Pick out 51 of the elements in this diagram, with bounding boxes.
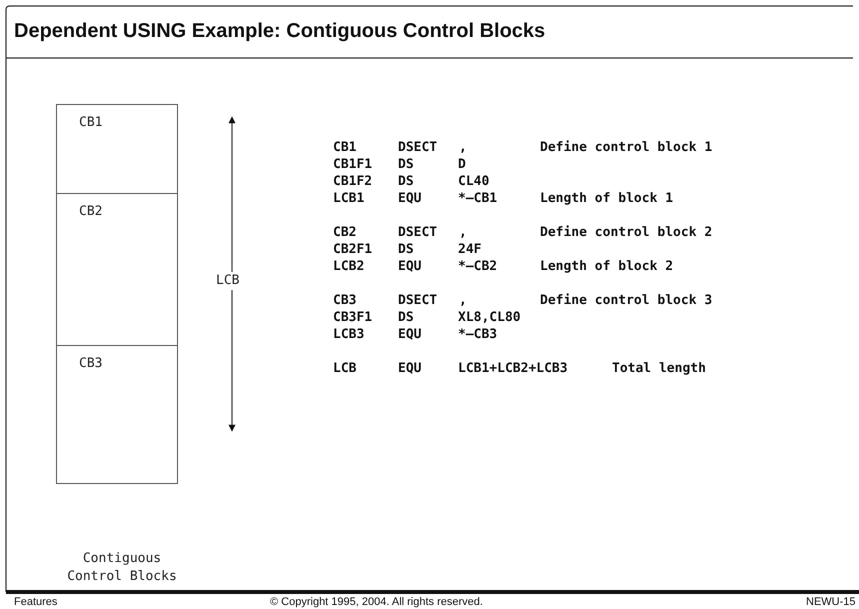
code-text: 24F — [458, 242, 482, 258]
block-label: CB3 — [79, 356, 102, 371]
slide-number: NEWU-15 — [806, 596, 856, 609]
code-text: XL8,CL80 — [458, 310, 521, 326]
code-text: EQU — [398, 259, 422, 275]
code-text: EQU — [398, 327, 422, 343]
slide-title: Dependent USING Example: Contiguous Control Blocks — [14, 20, 546, 43]
code-text: CB1 — [333, 140, 356, 156]
dimension-label: LCB — [216, 272, 240, 290]
footer-text: Features — [14, 596, 58, 609]
code-text: , — [459, 293, 467, 309]
code-text: *–CB3 — [458, 327, 498, 343]
code-text: CB2F1 — [333, 242, 372, 258]
code-text: Length of block 1 — [540, 191, 674, 207]
code-text: Total length — [612, 361, 706, 377]
code-text: Define control block 1 — [540, 140, 712, 156]
code-text: LCB1 — [333, 191, 364, 207]
code-text: Length of block 2 — [540, 259, 674, 275]
copyright-text: © Copyright 1995, 2004. All rights reserved. — [270, 596, 483, 609]
code-text: *–CB1 — [458, 191, 498, 207]
code-text: LCB2 — [333, 259, 364, 275]
block-label: CB2 — [79, 204, 102, 219]
code-text: CB3F1 — [333, 310, 372, 326]
code-text: CB2 — [333, 225, 356, 241]
code-text: DS — [398, 157, 414, 173]
code-text: LCB1+LCB2+LCB3 — [458, 361, 568, 377]
code-text: LCB3 — [333, 327, 364, 343]
block-label: CB1 — [79, 115, 102, 130]
code-text: CB1F2 — [333, 174, 372, 190]
code-text: Define control block 2 — [540, 225, 712, 241]
code-text: CL40 — [458, 174, 490, 190]
code-text: CB3 — [333, 293, 356, 309]
code-text: *–CB2 — [458, 259, 498, 275]
code-text: , — [459, 225, 467, 241]
code-text: EQU — [398, 191, 422, 207]
code-text: DS — [398, 310, 414, 326]
control-block-box — [56, 345, 178, 484]
code-text: DS — [398, 242, 414, 258]
code-text: LCB — [333, 361, 356, 377]
control-block-box — [56, 104, 178, 194]
code-text: DS — [398, 174, 414, 190]
code-text: D — [458, 157, 466, 173]
code-text: CB1F1 — [333, 157, 372, 173]
caption-text: Contiguous Control Blocks — [66, 550, 178, 586]
code-text: DSECT — [398, 140, 438, 156]
code-text: Define control block 3 — [540, 293, 712, 309]
code-text: DSECT — [398, 225, 438, 241]
code-text: , — [459, 140, 467, 156]
code-text: DSECT — [398, 293, 438, 309]
code-text: EQU — [398, 361, 422, 377]
control-block-box — [56, 193, 178, 346]
